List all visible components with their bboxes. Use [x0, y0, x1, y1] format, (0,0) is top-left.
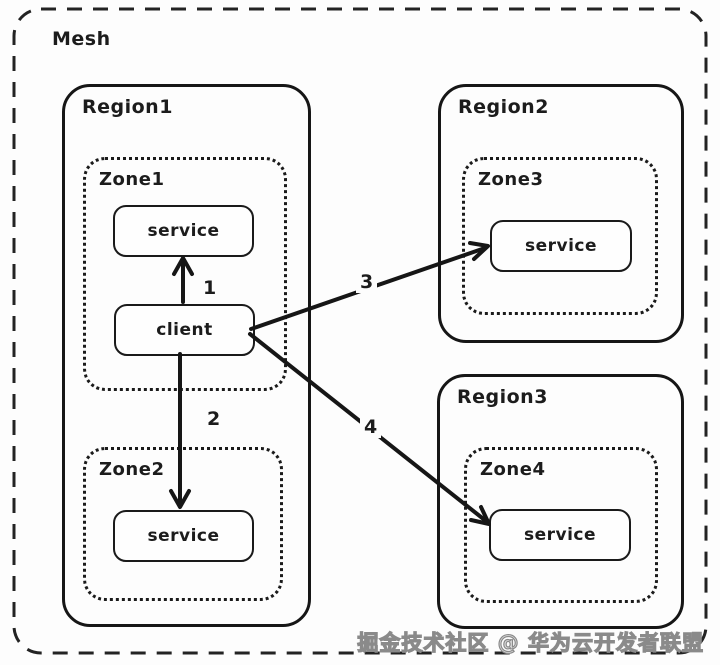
service-node-zone2: service	[113, 510, 254, 562]
watermark-text: 掘金技术社区 @ 华为云开发者联盟	[357, 630, 704, 655]
region3-label: Region3	[457, 386, 548, 408]
zone4-container: Zone4 service	[464, 447, 658, 603]
service-label: service	[524, 236, 598, 256]
service-label: service	[147, 221, 220, 241]
zone3-label: Zone3	[478, 169, 544, 190]
zone1-container: Zone1 service client	[83, 157, 287, 391]
service-label: service	[523, 525, 597, 545]
mesh-label: Mesh	[52, 28, 111, 50]
region1-container: Region1 Zone1 service client Zone2 servi…	[62, 84, 311, 627]
zone1-label: Zone1	[99, 169, 165, 190]
arrow-3-label: 3	[356, 272, 378, 293]
region1-label: Region1	[82, 96, 173, 118]
region3-container: Region3 Zone4 service	[437, 374, 684, 629]
arrow-2-label: 2	[207, 408, 221, 430]
region2-container: Region2 Zone3 service	[438, 84, 684, 343]
client-node: client	[114, 304, 255, 356]
arrow-1-label: 1	[203, 277, 217, 299]
service-node-zone3: service	[490, 220, 632, 272]
service-node-zone4: service	[489, 509, 631, 561]
zone2-container: Zone2 service	[83, 447, 283, 601]
zone4-label: Zone4	[480, 459, 546, 480]
service-node-zone1: service	[113, 205, 254, 257]
region2-label: Region2	[458, 96, 549, 118]
client-label: client	[156, 320, 213, 340]
zone2-label: Zone2	[99, 459, 165, 480]
service-label: service	[147, 526, 220, 546]
arrow-4-label: 4	[360, 417, 382, 438]
zone3-container: Zone3 service	[462, 157, 658, 315]
